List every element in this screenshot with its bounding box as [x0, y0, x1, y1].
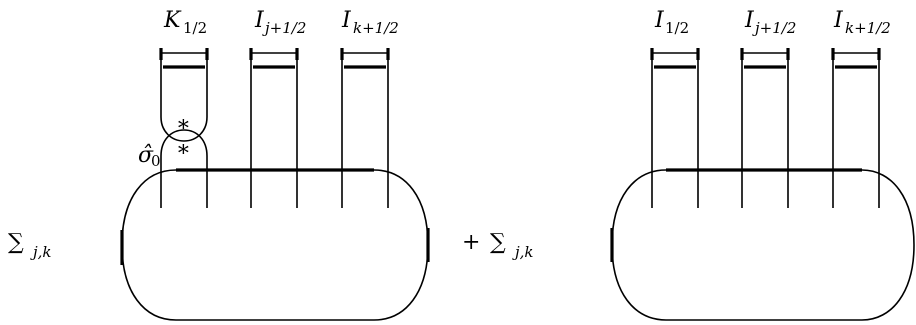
svg-text:j+1/2: j+1/2 [752, 19, 796, 37]
svg-text:K: K [163, 8, 182, 33]
svg-text:j+1/2: j+1/2 [262, 19, 306, 37]
star-upper: ∗ [176, 112, 191, 137]
svg-text:j,k: j,k [30, 243, 52, 261]
left-band-k: ∗ ∗ σ̂ 0 [138, 48, 209, 208]
left-disc [120, 168, 430, 321]
right-disc [610, 168, 915, 321]
left-band-j [249, 48, 299, 208]
right-sum-symbol: ∑ j,k [490, 230, 534, 261]
right-band-1 [650, 48, 700, 208]
svg-text:∑: ∑ [490, 230, 506, 255]
left-diagram: ∑ j,k ∗ ∗ σ̂ 0 [8, 8, 430, 321]
svg-text:1/2: 1/2 [183, 19, 207, 37]
sigma-hat-label: σ̂ 0 [138, 143, 161, 170]
left-sum-symbol: ∑ j,k [8, 230, 52, 261]
svg-text:σ̂: σ̂ [138, 143, 154, 168]
svg-text:I: I [341, 8, 352, 33]
right-label-1: I 1/2 [654, 8, 689, 37]
star-lower: ∗ [176, 137, 191, 162]
left-label-2: I j+1/2 [254, 8, 306, 37]
svg-text:I: I [833, 8, 844, 33]
left-label-3: I k+1/2 [341, 8, 399, 37]
right-diagram: ∑ j,k I 1/2 I j+1/2 [490, 8, 915, 321]
svg-text:j,k: j,k [512, 243, 534, 261]
svg-text:I: I [254, 8, 265, 33]
svg-text:k+1/2: k+1/2 [353, 19, 399, 37]
svg-text:∑: ∑ [8, 230, 24, 255]
plus-operator: + [462, 230, 480, 255]
left-label-1: K 1/2 [163, 8, 207, 37]
svg-text:1/2: 1/2 [665, 19, 689, 37]
right-band-2 [740, 48, 790, 208]
svg-text:I: I [654, 8, 665, 33]
svg-text:I: I [744, 8, 755, 33]
right-label-2: I j+1/2 [744, 8, 796, 37]
right-label-3: I k+1/2 [833, 8, 891, 37]
right-band-3 [831, 48, 881, 208]
svg-text:0: 0 [151, 152, 161, 170]
svg-text:+: + [462, 230, 480, 255]
left-band-k-half [340, 48, 390, 208]
svg-text:k+1/2: k+1/2 [845, 19, 891, 37]
